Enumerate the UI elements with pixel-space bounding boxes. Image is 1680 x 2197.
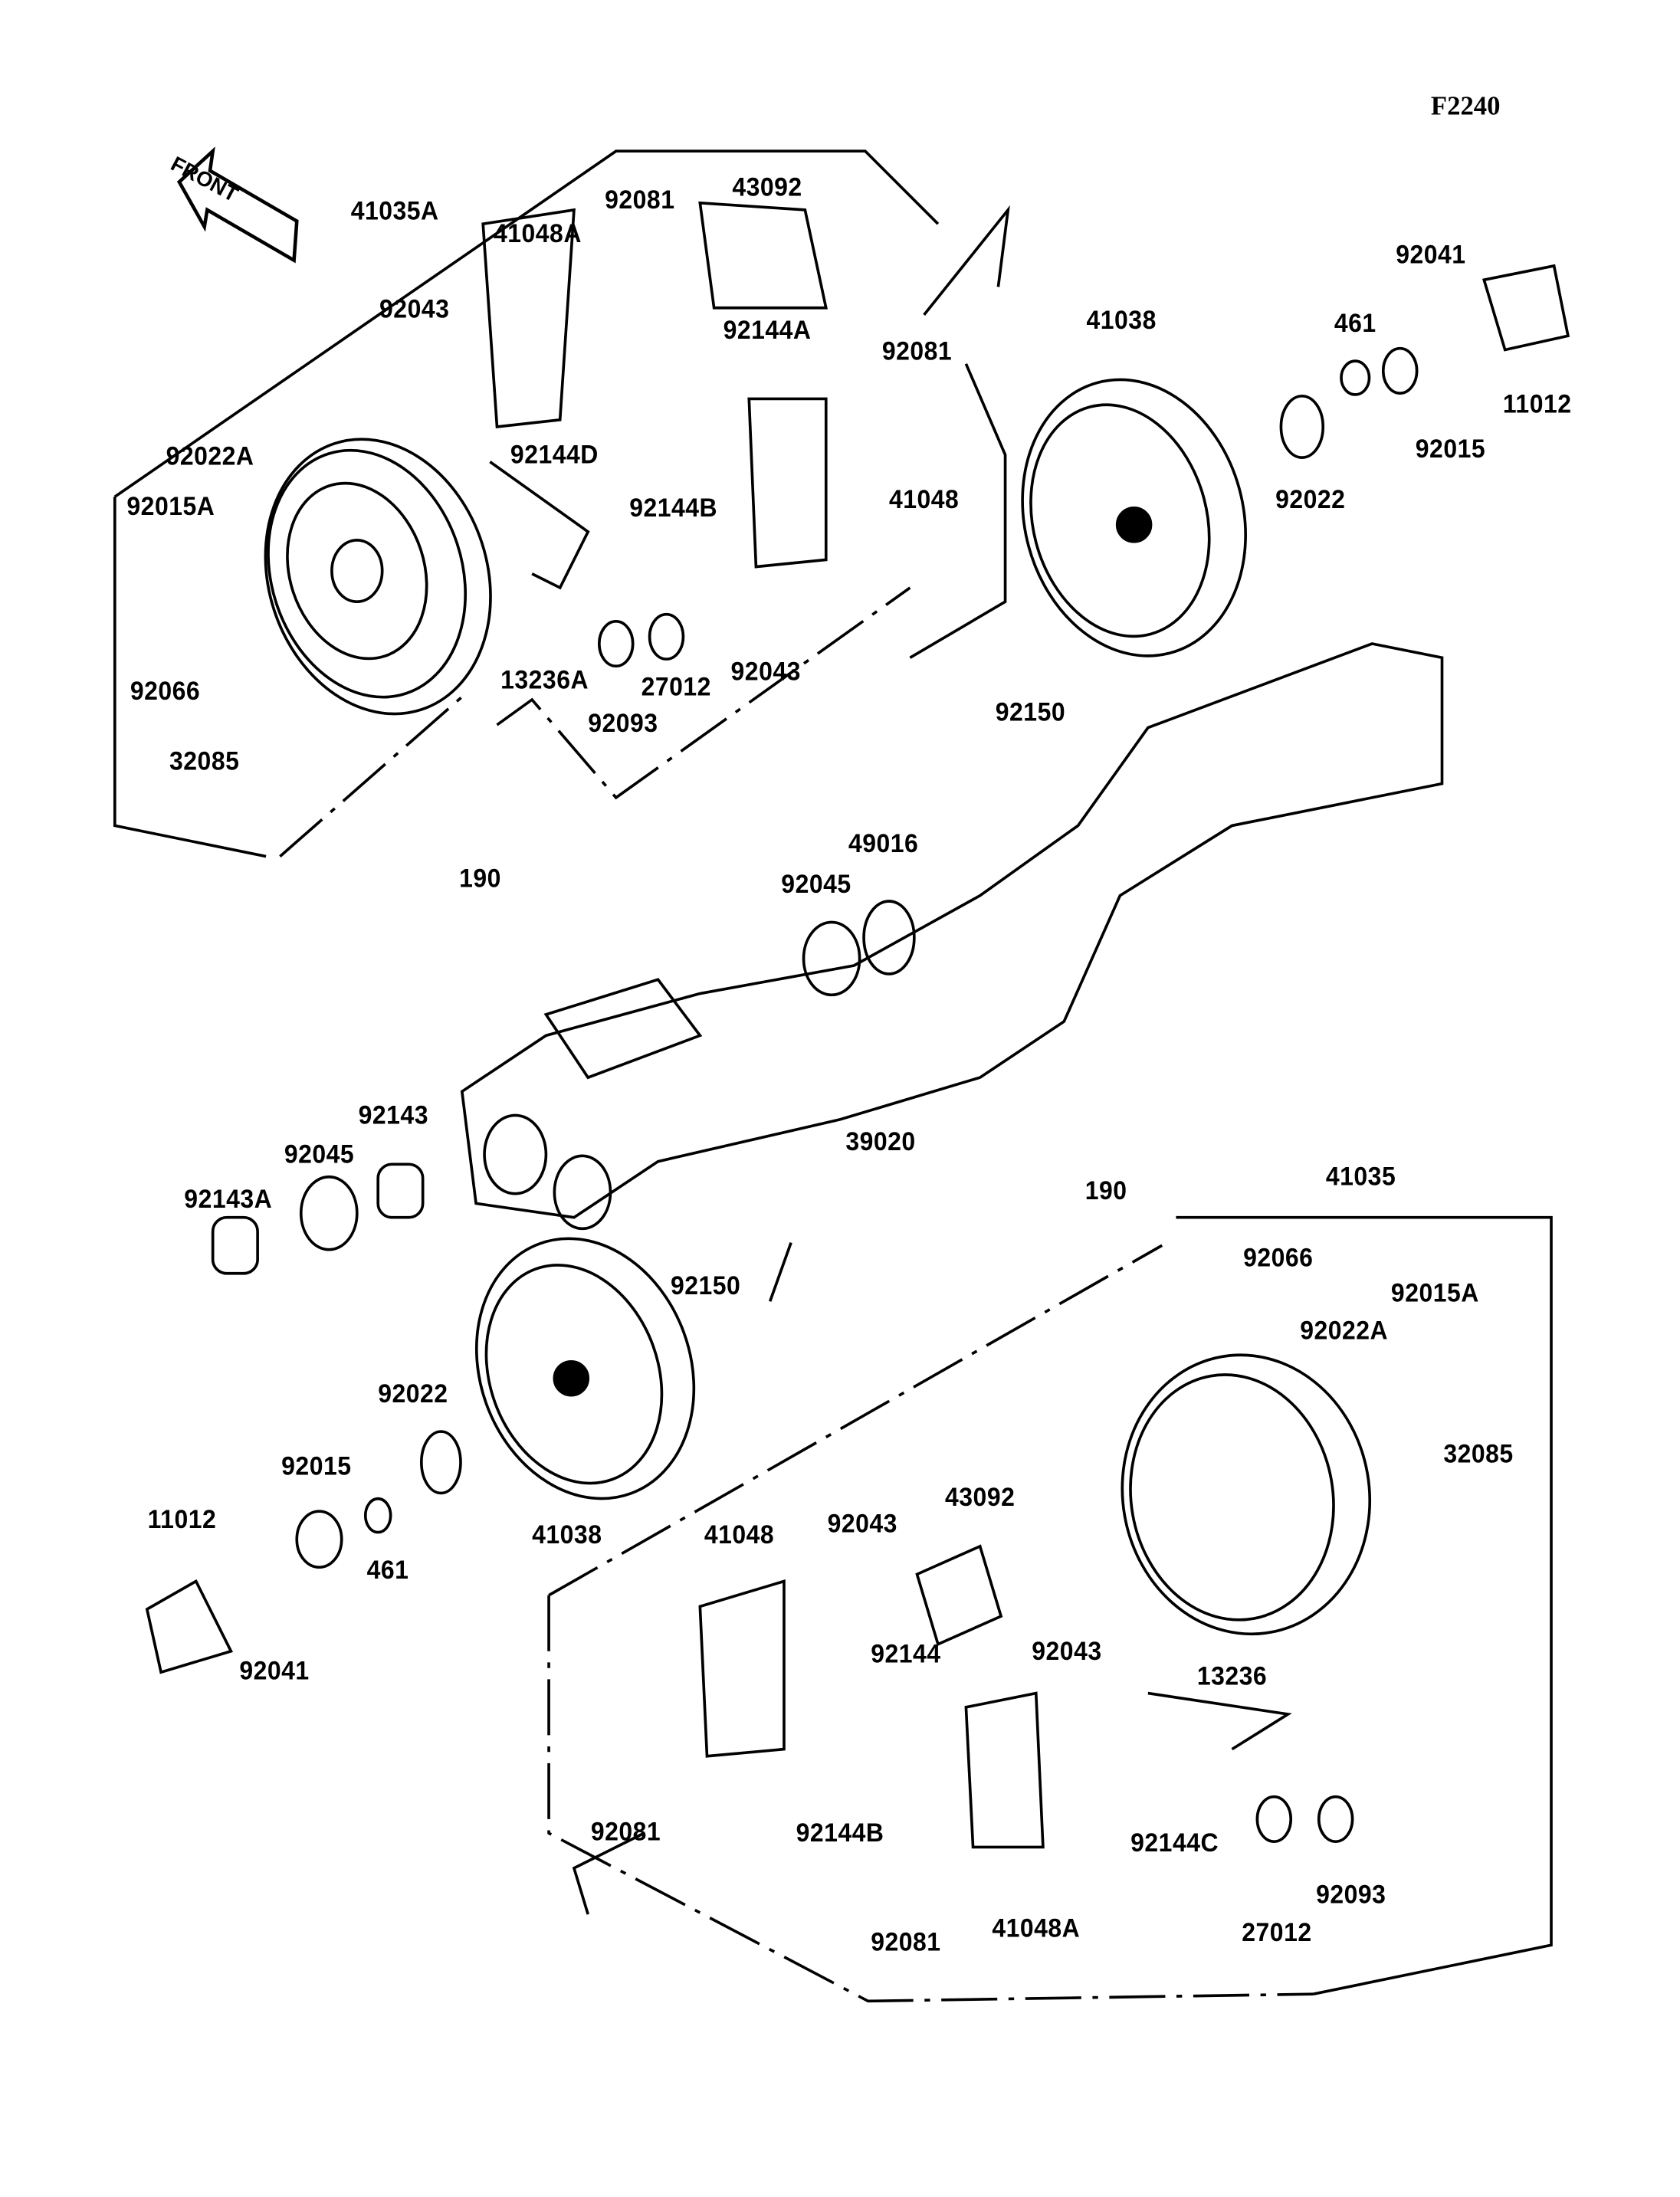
part-label-92144[interactable]: 92144 <box>871 1640 941 1670</box>
part-label-27012[interactable]: 27012 <box>1242 1918 1312 1948</box>
part-label-92043[interactable]: 92043 <box>1032 1637 1102 1667</box>
part-label-92022[interactable]: 92022 <box>1275 485 1346 516</box>
part-label-32085[interactable]: 32085 <box>169 747 240 777</box>
part-label-92143[interactable]: 92143 <box>358 1101 428 1131</box>
part-label-461[interactable]: 461 <box>1334 309 1376 339</box>
part-label-92150[interactable]: 92150 <box>670 1271 741 1302</box>
part-label-92015[interactable]: 92015 <box>1415 434 1486 465</box>
part-label-92015[interactable]: 92015 <box>281 1452 352 1482</box>
part-label-43092[interactable]: 43092 <box>945 1483 1016 1513</box>
part-label-92022a[interactable]: 92022A <box>166 442 254 472</box>
part-label-190[interactable]: 190 <box>1084 1176 1127 1207</box>
part-label-92144b[interactable]: 92144B <box>796 1818 884 1849</box>
part-label-92081[interactable]: 92081 <box>881 337 953 367</box>
part-label-49016[interactable]: 49016 <box>848 829 919 860</box>
brake-drum-upper-left <box>264 438 492 716</box>
part-label-92015a[interactable]: 92015A <box>126 492 215 523</box>
part-label-92066[interactable]: 92066 <box>1243 1244 1314 1274</box>
part-label-41048a[interactable]: 41048A <box>992 1914 1081 1944</box>
part-label-92143a[interactable]: 92143A <box>184 1185 273 1215</box>
part-label-92144b[interactable]: 92144B <box>629 494 718 523</box>
lower-assembly-boundary <box>547 1215 1553 2003</box>
part-label-41038[interactable]: 41038 <box>1086 306 1157 336</box>
part-label-32085[interactable]: 32085 <box>1443 1440 1514 1470</box>
part-label-92043[interactable]: 92043 <box>827 1510 897 1540</box>
part-label-41048[interactable]: 41048 <box>888 485 960 516</box>
wheel-drum-upper-right <box>1021 378 1247 657</box>
part-label-92144d[interactable]: 92144D <box>510 441 599 471</box>
part-label-92041[interactable]: 92041 <box>239 1657 310 1687</box>
part-label-43092[interactable]: 43092 <box>732 173 802 203</box>
front-arrow-icon <box>176 146 299 264</box>
part-label-92022a[interactable]: 92022A <box>1300 1317 1389 1346</box>
part-label-92093[interactable]: 92093 <box>588 709 658 739</box>
part-label-41038[interactable]: 41038 <box>532 1520 602 1551</box>
figure-code: F2240 <box>1430 92 1501 122</box>
part-label-92043[interactable]: 92043 <box>379 295 450 325</box>
small-components <box>145 201 1570 1849</box>
part-label-92081[interactable]: 92081 <box>590 1818 661 1848</box>
part-label-41035a[interactable]: 41035A <box>350 197 439 227</box>
part-label-11012[interactable]: 11012 <box>1502 390 1572 420</box>
part-label-461[interactable]: 461 <box>366 1556 409 1585</box>
brake-drum-lower-right <box>1121 1353 1372 1636</box>
part-label-92081[interactable]: 92081 <box>605 185 675 216</box>
part-label-92081[interactable]: 92081 <box>871 1928 941 1958</box>
part-label-11012[interactable]: 11012 <box>147 1505 217 1536</box>
part-label-13236a[interactable]: 13236A <box>500 666 589 696</box>
part-label-41035[interactable]: 41035 <box>1325 1162 1396 1192</box>
wheel-drum-lower-left <box>474 1237 696 1500</box>
part-label-92144c[interactable]: 92144C <box>1130 1828 1219 1859</box>
part-label-92022[interactable]: 92022 <box>378 1379 448 1409</box>
part-label-190[interactable]: 190 <box>459 864 501 894</box>
part-label-92144a[interactable]: 92144A <box>723 316 812 346</box>
part-label-92150[interactable]: 92150 <box>995 698 1066 728</box>
part-label-92041[interactable]: 92041 <box>1396 241 1466 271</box>
part-label-92015a[interactable]: 92015A <box>1390 1279 1479 1309</box>
part-label-39020[interactable]: 39020 <box>845 1127 916 1158</box>
part-label-92045[interactable]: 92045 <box>781 870 851 900</box>
upper-assembly-boundary <box>113 149 1010 858</box>
part-label-92066[interactable]: 92066 <box>130 677 201 707</box>
part-label-27012[interactable]: 27012 <box>641 673 711 703</box>
axle-housing <box>460 642 1444 1231</box>
part-label-13236[interactable]: 13236 <box>1196 1662 1268 1692</box>
part-label-92043[interactable]: 92043 <box>730 657 801 687</box>
part-label-41048a[interactable]: 41048A <box>494 219 582 250</box>
part-label-92093[interactable]: 92093 <box>1316 1881 1386 1910</box>
part-label-41048[interactable]: 41048 <box>704 1520 775 1551</box>
part-label-92045[interactable]: 92045 <box>284 1140 355 1170</box>
